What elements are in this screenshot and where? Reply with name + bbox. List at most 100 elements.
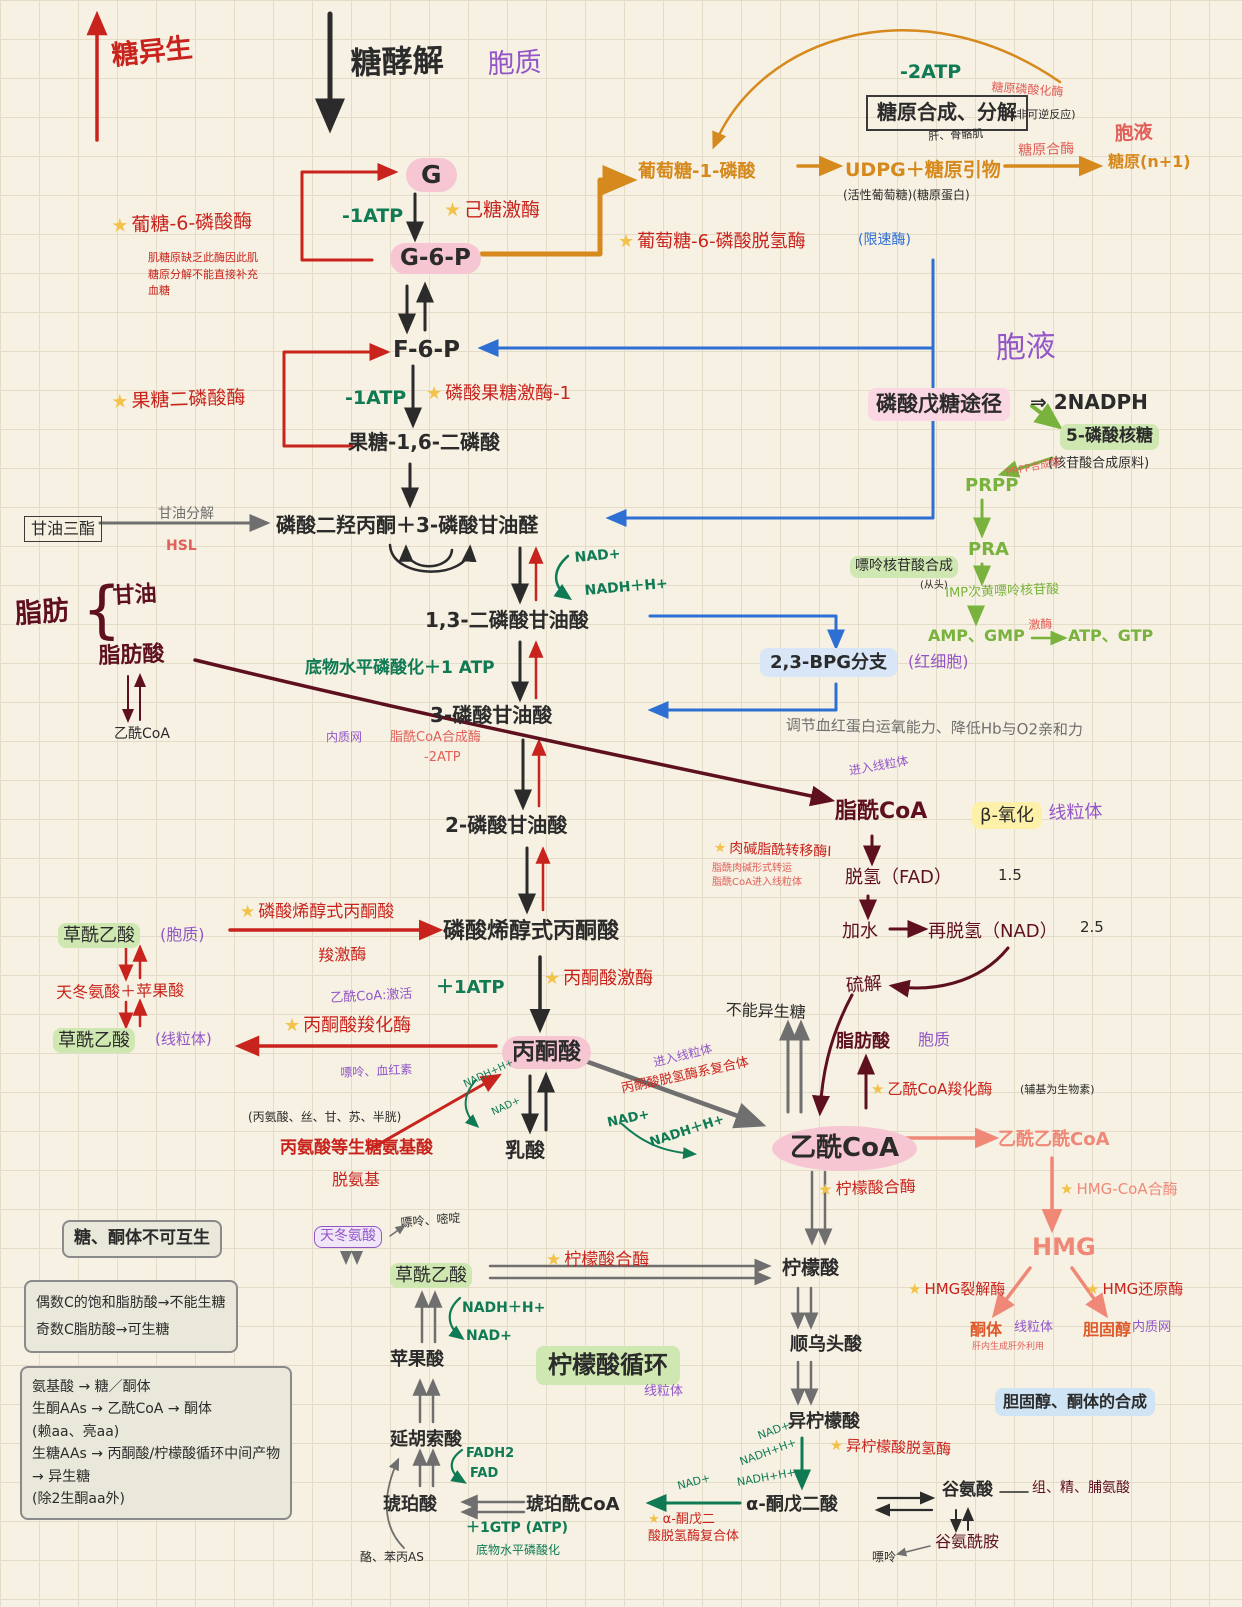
acetoacetylcoa-label: 乙酰乙酰CoA — [998, 1128, 1110, 1151]
pfk1-label-star-icon: ★ — [426, 383, 443, 404]
ribose5p-note: (核苷酸合成原料) — [1048, 456, 1149, 473]
isocitrate-label-text: 异柠檬酸 — [788, 1411, 860, 1432]
organ-note: 肝、骨骼肌 — [928, 127, 984, 144]
purine-denovo-note-text: (从头) — [920, 580, 948, 591]
sugar-ketone-box-text: 糖、酮体不可互生 — [74, 1228, 210, 1248]
nadh-malate-label: NADH＋H+ — [462, 1300, 545, 1318]
purine-bottom-label-text: 嘌呤 — [872, 1550, 897, 1564]
lactate-label: 乳酸 — [505, 1138, 545, 1164]
chol-ketone-title-text: 胆固醇、酮体的合成 — [1003, 1392, 1148, 1411]
plus-1atp-label-text: ＋1ATP — [436, 977, 505, 998]
aconitate-label-text: 顺乌头酸 — [790, 1334, 862, 1355]
beta-oxidation-label-text: β-氧化 — [980, 805, 1034, 826]
citrate-label: 柠檬酸 — [782, 1256, 839, 1280]
cpt1-label-star-icon: ★ — [713, 840, 727, 857]
g6pd-note: (限速酶) — [858, 232, 911, 250]
ribose5p-label: 5-磷酸核糖 — [1060, 424, 1159, 450]
acetylcoa-left-label-text: 乙酰CoA — [114, 726, 170, 742]
glucose1p-label-text: 葡萄糖-1-磷酸 — [638, 161, 756, 182]
minus-1atp-label-1-text: -1ATP — [342, 205, 404, 227]
purine-synthesis-label: 嘌呤核苷酸合成 — [850, 556, 958, 578]
glucose1p-label: 葡萄糖-1-磷酸 — [638, 160, 755, 183]
hmg-lyase-label-text: HMG裂解酶 — [924, 1280, 1006, 1298]
ribose-to-prpp-arrow — [997, 456, 1054, 478]
pg3-label-text: 3-磷酸甘油酸 — [430, 703, 553, 727]
malate-label-text: 苹果酸 — [390, 1349, 444, 1370]
glycogen-synthase-label-text: 糖原合酶 — [1018, 141, 1075, 159]
nadh-malate-label-text: NADH＋H+ — [462, 1300, 546, 1316]
hmg-reductase-label-star-icon: ★ — [1086, 1280, 1100, 1298]
muscle-glycogen-note: 肌糖原缺乏此酶因此肌 糖原分解不能直接补充 血糖 — [148, 250, 258, 300]
cholesterol-label: 胆固醇 — [1083, 1320, 1131, 1340]
pep-label: 磷酸烯醇式丙酮酸 — [443, 918, 619, 946]
akgdh-label: ★α-酮戊二 酸脱氢酶复合体 — [648, 1512, 739, 1546]
glucose6pase-label-star-icon: ★ — [111, 214, 129, 237]
triose-exchange-arrow-2 — [398, 544, 454, 568]
bpg23-label: 2,3-BPG分支 — [760, 648, 898, 678]
purine-synthesis-label-text: 嘌呤核苷酸合成 — [855, 558, 953, 574]
ribose5p-label-text: 5-磷酸核糖 — [1066, 426, 1153, 446]
citrate-synthase-label-1-star-icon: ★ — [818, 1179, 833, 1199]
pyruvate-kinase-label-star-icon: ★ — [544, 968, 561, 989]
akgdh-label-star-icon: ★ — [648, 1512, 660, 1527]
malate-nadh-arc — [448, 1296, 465, 1340]
prpp-label-text: PRPP — [965, 475, 1019, 496]
ppp-to-f6p-arrow — [477, 258, 935, 357]
glucogenic-aa-note: (丙氨酸、丝、甘、苏、半胱) — [248, 1110, 401, 1125]
pyruvate-node-text: 丙酮酸 — [512, 1039, 581, 1065]
pra-label: PRA — [968, 538, 1009, 561]
f6p-node: F-6-P — [393, 336, 460, 365]
asp-node-text: 天冬氨酸 — [320, 1228, 376, 1244]
sugar-ketone-box: 糖、酮体不可互生 — [62, 1220, 222, 1258]
hmg-label-text: HMG — [1032, 1233, 1096, 1261]
succinate-fad-arc — [450, 1448, 467, 1484]
pfk1-label: ★磷酸果糖激酶-1 — [426, 382, 571, 405]
malate-label: 苹果酸 — [390, 1348, 444, 1371]
pyruvate-to-acetylcoa-arrow — [585, 1059, 767, 1129]
cpt1-note: 脂酰肉碱形式转运 脂酰CoA进入线粒体 — [712, 862, 802, 890]
minus-1atp-label-1: -1ATP — [342, 204, 403, 228]
organ-note-text: 肝、骨骼肌 — [928, 127, 984, 143]
muscle-glycogen-note-text: 肌糖原缺乏此酶因此肌 糖原分解不能直接补充 血糖 — [148, 251, 258, 297]
pyruvate-carboxylase-label: ★丙酮酸羧化酶 — [284, 1014, 411, 1037]
asp-node: 天冬氨酸 — [314, 1226, 382, 1248]
kinase-label: 激酶 — [1028, 617, 1053, 634]
acylcoa-synthase-label: 脂酰CoA合成酶 — [390, 730, 481, 747]
cholesterol-site-note: 内质网 — [1132, 1320, 1171, 1337]
hexokinase-label-text: 己糖激酶 — [464, 199, 541, 221]
pepck-label: ★磷酸烯醇式丙酮酸 — [240, 902, 394, 924]
hmg-reductase-label: ★HMG还原酶 — [1086, 1280, 1183, 1299]
glycerol-label-text: 甘油 — [112, 581, 158, 609]
hmgcoa-synthase-label-text: HMG-CoA合酶 — [1076, 1180, 1178, 1198]
acc-label: ★乙酰CoA羧化酶 — [871, 1080, 992, 1099]
bpg-to-23bpg-arrow — [648, 614, 845, 651]
plus-1atp-label: ＋1ATP — [436, 976, 505, 999]
triose-exchange-arrow-1 — [388, 543, 477, 573]
oaa-cytosol-note-text: (胞质) — [160, 925, 205, 944]
fbpase-label: ★果糖二磷酸酶 — [111, 385, 246, 414]
pfk1-label-text: 磷酸果糖激酶-1 — [445, 383, 572, 404]
tyr-phe-label-text: 酪、苯丙AS — [360, 1550, 424, 1564]
cytosol-label-right: 胞液 — [995, 328, 1056, 368]
glycerol-label: 甘油 — [112, 581, 157, 611]
citrate-synthase-label-2-text: 柠檬酸合酶 — [564, 1250, 650, 1270]
kinase-label-text: 激酶 — [1028, 616, 1053, 632]
cytosol-label-right-text: 胞液 — [995, 328, 1057, 366]
nad-count-label: 2.5 — [1080, 918, 1104, 937]
purine-denovo-note: (从头) — [920, 580, 948, 593]
ppp-to-ribose-arrow — [1030, 403, 1063, 430]
oaa-cytosol-label: 草酰乙酸 — [58, 923, 140, 949]
23bpg-to-pg3-arrow — [647, 682, 838, 719]
minus-2atp-label: -2ATP — [900, 60, 961, 84]
glycogen-synthase-label: 糖原合酶 — [1018, 141, 1075, 161]
fatty-acid-label-text: 脂肪酸 — [98, 641, 165, 669]
substrate-level-phos-1-text: 底物水平磷酸化＋1 ATP — [305, 658, 495, 678]
redehydro-to-thiolysis-arrow — [888, 946, 1010, 998]
nonreciprocal-note: (非可逆反应) — [1012, 108, 1076, 122]
hmg-lyase-label-star-icon: ★ — [908, 1280, 922, 1298]
isocitrate-label: 异柠檬酸 — [788, 1410, 860, 1433]
fumarate-label: 延胡索酸 — [390, 1428, 462, 1451]
cytoplasm-label-top-text: 胞质 — [487, 47, 543, 80]
nad-malate-label: NAD+ — [466, 1328, 512, 1346]
asp-malate-label: 天冬氨酸＋苹果酸 — [56, 981, 184, 1004]
